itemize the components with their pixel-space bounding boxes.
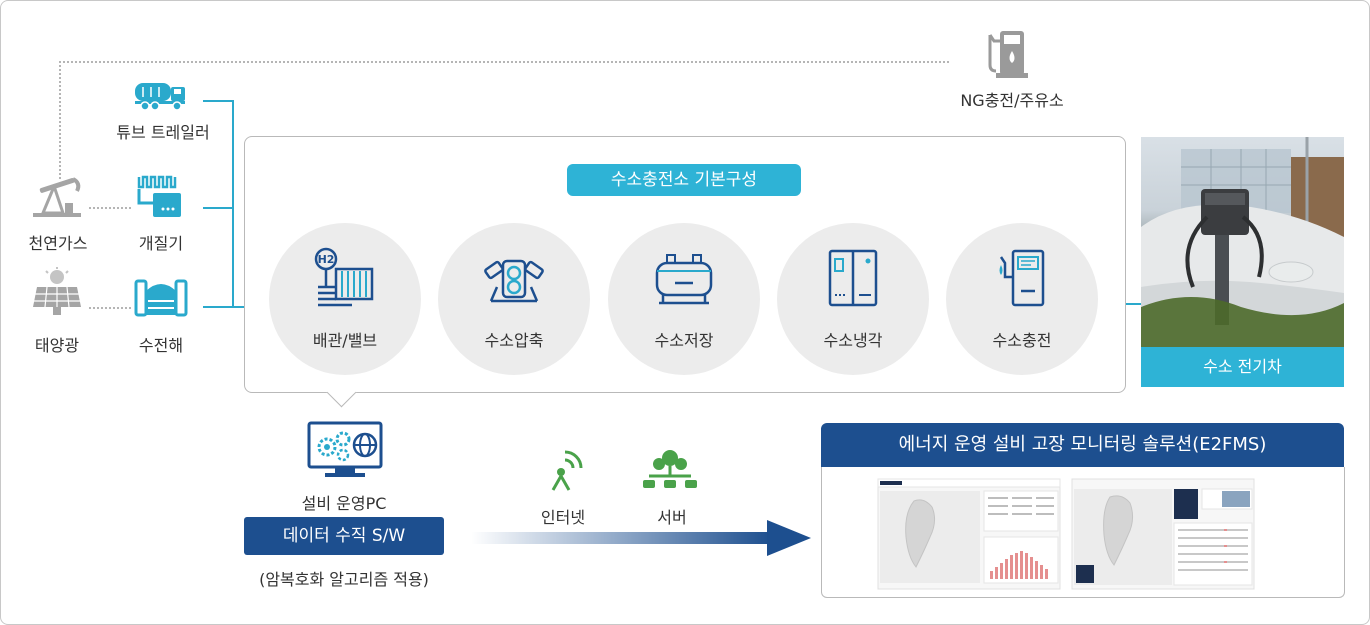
stage-cooling: 수소냉각	[777, 223, 929, 375]
connector-tube	[203, 100, 233, 102]
dispenser-icon	[999, 249, 1045, 307]
electrolysis-icon	[134, 279, 188, 317]
antenna-signal-icon	[551, 450, 583, 491]
vehicle-caption: 수소 전기차	[1141, 347, 1344, 387]
stage-label: 수소압축	[484, 331, 544, 350]
data-flow-arrow	[471, 520, 811, 556]
stage-compression: 수소압축	[438, 223, 590, 375]
electrolysis-label: 수전해	[138, 336, 184, 355]
hydrogen-car-photo	[1141, 137, 1344, 347]
dotted-line-left	[59, 61, 61, 179]
reformer-icon	[137, 175, 181, 217]
dotted-line-gas	[89, 207, 131, 209]
storage-tank-icon	[655, 254, 713, 305]
internet-label: 인터넷	[540, 508, 586, 527]
connector-reformer	[203, 207, 233, 209]
pipe-valve-icon: H2	[314, 247, 374, 307]
svg-text:H2: H2	[318, 253, 335, 266]
monitor-gears-icon	[307, 421, 383, 477]
server-label: 서버	[657, 508, 687, 527]
natural-gas-pump-icon	[33, 177, 81, 217]
tube-trailer-icon	[135, 83, 185, 111]
fuel-pump-icon	[988, 31, 1028, 78]
solar-label: 태양광	[34, 336, 80, 355]
solar-panel-icon	[33, 267, 81, 315]
dotted-line-solar	[89, 307, 131, 309]
ng-station-label: NG충전/주유소	[960, 91, 1064, 110]
natural-gas-label: 천연가스	[28, 234, 88, 253]
pc-label: 설비 운영PC	[301, 494, 387, 513]
panel-title: 수소충전소 기본구성	[567, 164, 801, 196]
connector-electrolysis	[203, 306, 271, 308]
server-network-icon	[643, 450, 697, 488]
stage-label: 수소저장	[654, 331, 714, 350]
compressor-icon	[484, 259, 544, 303]
stage-label: 수소충전	[992, 331, 1052, 350]
stage-label: 수소냉각	[823, 331, 883, 350]
data-collection-sw-button[interactable]: 데이터 수직 S/W	[244, 517, 444, 555]
connector-bus	[232, 100, 234, 307]
stage-label: 배관/밸브	[312, 331, 378, 350]
encryption-note: (암복호화 알고리즘 적용)	[259, 570, 429, 589]
car-charging-illustration	[1141, 137, 1344, 347]
dashboard-screenshots	[877, 478, 1255, 590]
stage-pipe-valve: H2 배관/밸브	[269, 223, 421, 375]
stage-storage: 수소저장	[608, 223, 760, 375]
reformer-label: 개질기	[138, 234, 184, 253]
cooler-icon	[828, 249, 878, 307]
tube-trailer-label: 튜브 트레일러	[116, 123, 210, 142]
e2fms-title: 에너지 운영 설비 고장 모니터링 솔루션(E2FMS)	[821, 423, 1344, 467]
stage-charging: 수소충전	[946, 223, 1098, 375]
e2fms-screens	[821, 467, 1345, 598]
dotted-line-top	[59, 61, 949, 63]
